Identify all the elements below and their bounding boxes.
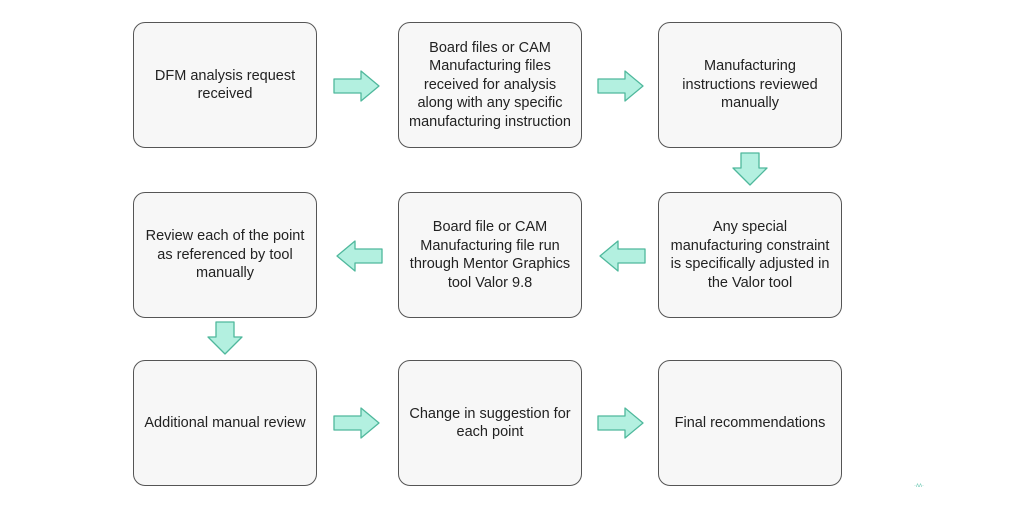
step-constraint-adjusted-box: Any special manufacturing constraint is … — [658, 192, 842, 318]
step-change-suggestion-box: Change in suggestion for each point — [398, 360, 582, 486]
arrow-down-icon — [207, 321, 243, 355]
step-final-recommendations-text: Final recommendations — [674, 414, 826, 431]
step-files-received-text: Board files or CAM Manufacturing files r… — [409, 39, 571, 130]
step-files-received-box: Board files or CAM Manufacturing files r… — [398, 22, 582, 148]
step-change-suggestion-text: Change in suggestion for each point — [409, 405, 571, 441]
arrow-left-icon — [335, 240, 383, 272]
step-valor-run-text: Board file or CAM Manufacturing file run… — [409, 219, 571, 291]
step-dfm-request-text: DFM analysis request received — [154, 67, 296, 103]
step-valor-run-box: Board file or CAM Manufacturing file run… — [398, 192, 582, 318]
arrow-down-icon — [732, 152, 768, 186]
arrow-right-icon — [333, 70, 381, 102]
arrow-right-icon — [333, 407, 381, 439]
step-additional-review-text: Additional manual review — [144, 414, 306, 431]
arrow-left-icon — [598, 240, 646, 272]
watermark-logo: ·ʌʌ· — [914, 483, 924, 489]
step-instructions-reviewed-text: Manufacturing instructions reviewed manu… — [682, 58, 818, 112]
step-constraint-adjusted-text: Any special manufacturing constraint is … — [670, 219, 830, 291]
arrow-right-icon — [597, 70, 645, 102]
step-final-recommendations-box: Final recommendations — [658, 360, 842, 486]
step-review-points-box: Review each of the point as referenced b… — [133, 192, 317, 318]
step-instructions-reviewed-box: Manufacturing instructions reviewed manu… — [658, 22, 842, 148]
arrow-right-icon — [597, 407, 645, 439]
step-review-points-text: Review each of the point as referenced b… — [145, 228, 305, 282]
step-additional-review-box: Additional manual review — [133, 360, 317, 486]
step-dfm-request-box: DFM analysis request received — [133, 22, 317, 148]
